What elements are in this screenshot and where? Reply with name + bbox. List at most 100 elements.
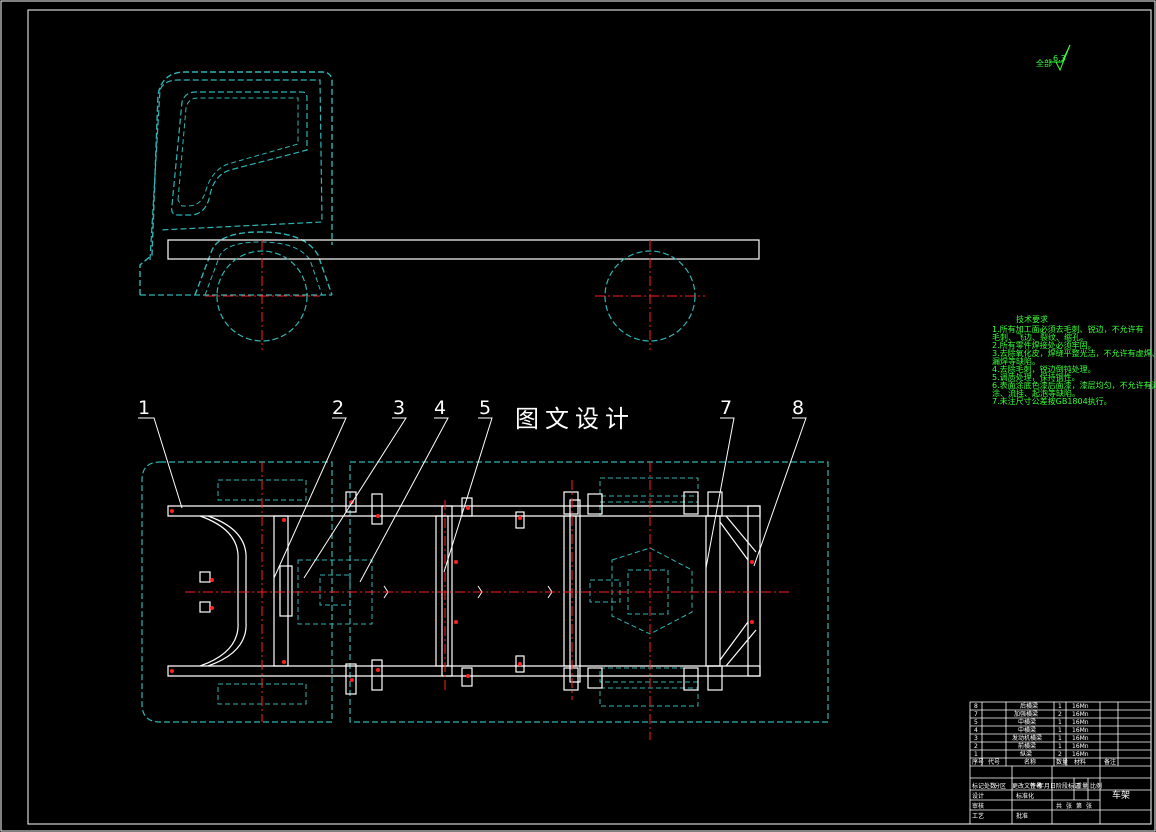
- svg-text:纵梁: 纵梁: [1020, 750, 1032, 758]
- svg-text:中横梁: 中横梁: [1018, 718, 1036, 726]
- svg-text:第: 第: [1076, 802, 1082, 810]
- cab-inner-outline: [149, 79, 323, 261]
- svg-text:7: 7: [974, 711, 978, 718]
- svg-text:签名: 签名: [1030, 782, 1042, 790]
- svg-text:共: 共: [1056, 802, 1062, 810]
- svg-text:数量: 数量: [1056, 758, 1068, 766]
- technical-requirements: 技术要求 1.所有加工面必须去毛刺、锐边，不允许有 毛刺、飞边、裂纹、缩孔。 2…: [992, 314, 1156, 406]
- crossmember-8: [747, 505, 761, 677]
- svg-text:1: 1: [974, 751, 978, 758]
- svg-text:审核: 审核: [972, 802, 984, 810]
- crossmember-7: [705, 515, 721, 667]
- cab-footprint: [141, 461, 333, 723]
- title-block-text: 8 后横梁 1 16Mn 7 加强横梁 2 16Mn 5 中横梁 1 16Mn …: [972, 702, 1130, 820]
- svg-text:张: 张: [1066, 802, 1072, 810]
- svg-text:阶段标记: 阶段标记: [1056, 782, 1080, 790]
- svg-text:4: 4: [974, 727, 978, 734]
- svg-text:工艺: 工艺: [972, 812, 984, 820]
- svg-text:年月日: 年月日: [1038, 782, 1056, 790]
- svg-text:4.去除毛刺，锐边倒钝处理。: 4.去除毛刺，锐边倒钝处理。: [992, 364, 1096, 374]
- svg-text:7.未注尺寸公差按GB1804执行。: 7.未注尺寸公差按GB1804执行。: [992, 396, 1112, 406]
- balloon-8: 8: [792, 397, 804, 419]
- svg-text:1: 1: [1058, 727, 1062, 734]
- svg-text:张: 张: [1086, 802, 1092, 810]
- svg-text:备注: 备注: [1104, 758, 1116, 766]
- svg-text:16Mn: 16Mn: [1072, 703, 1089, 710]
- svg-text:后横梁: 后横梁: [1020, 702, 1038, 710]
- svg-text:漏焊等缺陷。: 漏焊等缺陷。: [992, 356, 1040, 366]
- svg-text:6.表面涂底色漆后面漆，漆层均匀，不允许有漏: 6.表面涂底色漆后面漆，漆层均匀，不允许有漏: [992, 380, 1156, 390]
- balloon-labels: 1 2 3 4 5 7 8: [138, 397, 804, 419]
- cab-outline: [139, 71, 333, 295]
- svg-text:2.所有零件焊接处必须牢固。: 2.所有零件焊接处必须牢固。: [992, 340, 1096, 350]
- wheel-arch: [194, 231, 333, 296]
- cab-window-inner: [177, 97, 299, 207]
- leader-lines: [138, 417, 807, 583]
- svg-text:涂、流挂、起泡等缺陷。: 涂、流挂、起泡等缺陷。: [992, 388, 1080, 398]
- cab-window: [171, 91, 308, 216]
- svg-text:全部: 全部: [1036, 58, 1052, 68]
- frame-rail-side: [167, 239, 760, 260]
- wheel-rear-right-2: [599, 687, 699, 707]
- svg-text:16Mn: 16Mn: [1072, 751, 1089, 758]
- differential: [611, 547, 693, 635]
- roughness-symbol: 全部 6.3: [1036, 44, 1071, 72]
- svg-text:比例: 比例: [1090, 782, 1102, 790]
- truck-side-view: [139, 71, 760, 350]
- svg-text:8: 8: [974, 703, 978, 710]
- svg-text:2: 2: [1058, 711, 1062, 718]
- balloon-5: 5: [479, 397, 491, 419]
- svg-text:材料: 材料: [1074, 758, 1086, 766]
- svg-text:2: 2: [974, 743, 978, 750]
- svg-text:1: 1: [1058, 735, 1062, 742]
- drawing-name: 车架: [1112, 789, 1130, 801]
- svg-text:更改文件号: 更改文件号: [1012, 782, 1042, 790]
- svg-text:加强横梁: 加强横梁: [1014, 710, 1038, 718]
- svg-text:标准化: 标准化: [1016, 792, 1034, 800]
- svg-text:1: 1: [1058, 719, 1062, 726]
- svg-text:6.3: 6.3: [1053, 54, 1066, 63]
- wheel-rear-left-1: [599, 477, 699, 497]
- svg-text:标记: 标记: [972, 782, 984, 790]
- svg-text:3.去除氧化皮，焊缝平整光洁，不允许有虚焊、: 3.去除氧化皮，焊缝平整光洁，不允许有虚焊、: [992, 348, 1156, 358]
- crossmember-2: [273, 515, 289, 667]
- watermark-title: 图文设计: [515, 405, 635, 433]
- balloon-2: 2: [332, 397, 344, 419]
- svg-text:1.所有加工面必须去毛刺、锐边，不允许有: 1.所有加工面必须去毛刺、锐边，不允许有: [992, 324, 1144, 334]
- svg-text:5.调质处理，保持钢性。: 5.调质处理，保持钢性。: [992, 372, 1080, 382]
- svg-text:批准: 批准: [1016, 812, 1028, 820]
- svg-text:1: 1: [1058, 703, 1062, 710]
- wheel-rear-left-2: [599, 501, 699, 517]
- balloon-3: 3: [393, 397, 405, 419]
- svg-text:中横梁: 中横梁: [1018, 726, 1036, 734]
- svg-text:前横梁: 前横梁: [1018, 742, 1036, 750]
- title-block: [969, 701, 1152, 825]
- svg-text:16Mn: 16Mn: [1072, 719, 1089, 726]
- front-wheel: [216, 250, 308, 342]
- svg-text:16Mn: 16Mn: [1072, 743, 1089, 750]
- svg-text:重量: 重量: [1076, 782, 1088, 790]
- wheel-arch-inner: [204, 241, 323, 296]
- chassis-plan-view: [141, 461, 829, 740]
- svg-text:名称: 名称: [1024, 758, 1036, 766]
- balloon-1: 1: [138, 397, 150, 419]
- svg-text:毛刺、飞边、裂纹、缩孔。: 毛刺、飞边、裂纹、缩孔。: [992, 332, 1088, 342]
- tech-req-heading: 技术要求: [1016, 314, 1048, 324]
- svg-text:1: 1: [1058, 743, 1062, 750]
- svg-text:处数: 处数: [984, 782, 996, 790]
- balloon-4: 4: [434, 397, 446, 419]
- svg-text:3: 3: [974, 735, 978, 742]
- svg-text:发动机横梁: 发动机横梁: [1012, 734, 1042, 742]
- inner-border: [27, 9, 1152, 825]
- svg-text:5: 5: [974, 719, 978, 726]
- svg-text:设计: 设计: [972, 792, 984, 800]
- svg-text:2: 2: [1058, 751, 1062, 758]
- svg-text:分区: 分区: [994, 782, 1006, 790]
- svg-text:代号: 代号: [988, 758, 1000, 766]
- balloon-7: 7: [720, 397, 732, 419]
- svg-text:序号: 序号: [972, 758, 984, 766]
- wheel-rear-right-1: [599, 667, 699, 683]
- svg-text:16Mn: 16Mn: [1072, 727, 1089, 734]
